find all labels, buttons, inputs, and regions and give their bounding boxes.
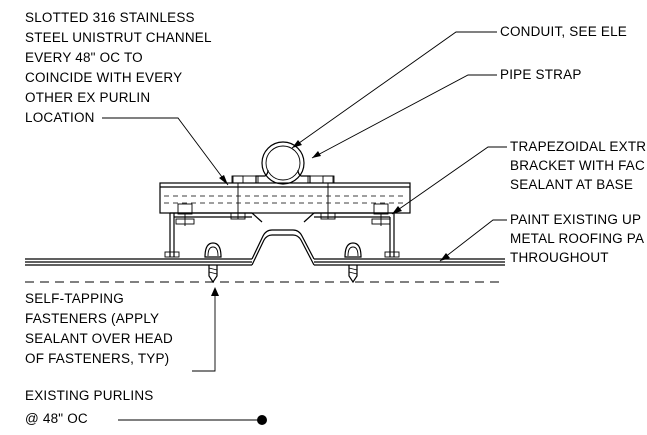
- purlins-note: EXISTING PURLINS @ 48" OC: [25, 388, 157, 426]
- pipe-strap-note: PIPE STRAP: [500, 67, 582, 82]
- paint-line: THROUGHOUT: [510, 250, 609, 265]
- conduit-icon: [261, 141, 305, 185]
- conduit-line: CONDUIT, SEE ELE: [500, 24, 627, 39]
- fasteners-note: SELF-TAPPING FASTENERS (APPLY SEALANT OV…: [25, 291, 177, 366]
- leader-fasteners: [192, 287, 219, 372]
- bracket-note: TRAPEZOIDAL EXTR BRACKET WITH FAC SEALAN…: [510, 139, 647, 192]
- bolt-icon: [320, 175, 336, 220]
- unistrut-line: LOCATION: [25, 110, 95, 125]
- bracket-line: SEALANT AT BASE: [510, 177, 633, 192]
- fasteners-line: SEALANT OVER HEAD: [25, 331, 173, 346]
- fastener-icon: [204, 242, 222, 284]
- unistrut-line: OTHER EX PURLIN: [25, 90, 150, 105]
- trapezoidal-bracket-right: [303, 212, 400, 258]
- unistrut-channel: [159, 182, 411, 214]
- leader-conduit: [291, 31, 497, 149]
- unistrut-line: COINCIDE WITH EVERY: [25, 70, 182, 85]
- fasteners-line: SELF-TAPPING: [25, 291, 124, 306]
- purlins-line: EXISTING PURLINS: [25, 388, 153, 403]
- bolt-icon: [371, 203, 391, 226]
- unistrut-line: EVERY 48" OC TO: [25, 50, 143, 65]
- paint-note: PAINT EXISTING UP METAL ROOFING PA THROU…: [510, 212, 647, 265]
- fasteners-line: FASTENERS (APPLY: [25, 311, 159, 326]
- bolt-icon: [230, 175, 246, 220]
- fasteners-line: OF FASTENERS, TYP): [25, 351, 169, 366]
- purlins-line: @ 48" OC: [25, 411, 88, 426]
- bracket-line: BRACKET WITH FAC: [510, 158, 645, 173]
- leader-paint: [439, 219, 507, 262]
- leader-purlins: [118, 415, 267, 425]
- leader-bracket: [391, 146, 507, 215]
- unistrut-note: SLOTTED 316 STAINLESS STEEL UNISTRUT CHA…: [25, 10, 215, 125]
- leader-unistrut: [102, 117, 229, 186]
- unistrut-line: SLOTTED 316 STAINLESS: [25, 10, 195, 25]
- metal-roofing: [25, 229, 505, 266]
- trapezoidal-bracket-left: [164, 212, 263, 258]
- pipe-strap-line: PIPE STRAP: [500, 67, 582, 82]
- paint-line: PAINT EXISTING UP: [510, 212, 641, 227]
- leader-pipe-strap: [311, 74, 497, 159]
- conduit-note: CONDUIT, SEE ELE: [500, 24, 627, 39]
- bracket-line: TRAPEZOIDAL EXTR: [510, 139, 646, 154]
- unistrut-line: STEEL UNISTRUT CHANNEL: [25, 30, 212, 45]
- paint-line: METAL ROOFING PA: [510, 231, 644, 246]
- pipe-strap: [231, 169, 335, 184]
- fastener-icon: [344, 242, 362, 284]
- bolt-icon: [175, 203, 195, 226]
